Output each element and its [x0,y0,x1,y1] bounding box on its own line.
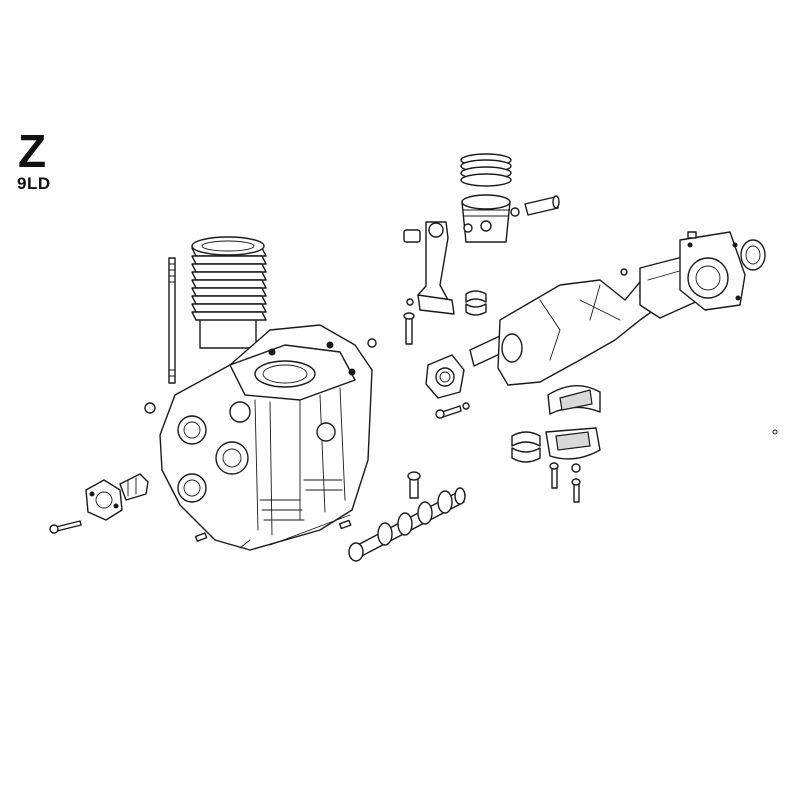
oil-seal [741,240,765,270]
model-code: 9LD [17,174,51,193]
bolt-caps [550,463,580,502]
bolt-rod [404,313,414,344]
small-part-right [621,232,696,275]
main-bearing-caps [512,386,600,462]
bearing-shells [466,291,486,315]
camshaft [349,488,465,561]
pump-flange [86,474,148,520]
piston-pin [464,196,559,232]
connecting-rod [404,222,454,314]
crankcase [160,325,372,550]
small-parts-left [145,339,376,541]
group-letter: Z [18,125,47,177]
tappet [408,472,420,498]
piston-rings [461,154,511,186]
piston [462,195,510,242]
cylinder-barrel [192,237,266,348]
far-right-mark [773,430,777,434]
bolt-left [50,521,81,533]
bolt-flange [436,403,469,418]
front-flange [426,355,464,398]
tie-stud [169,258,175,383]
main-bearing-housing [680,232,745,310]
